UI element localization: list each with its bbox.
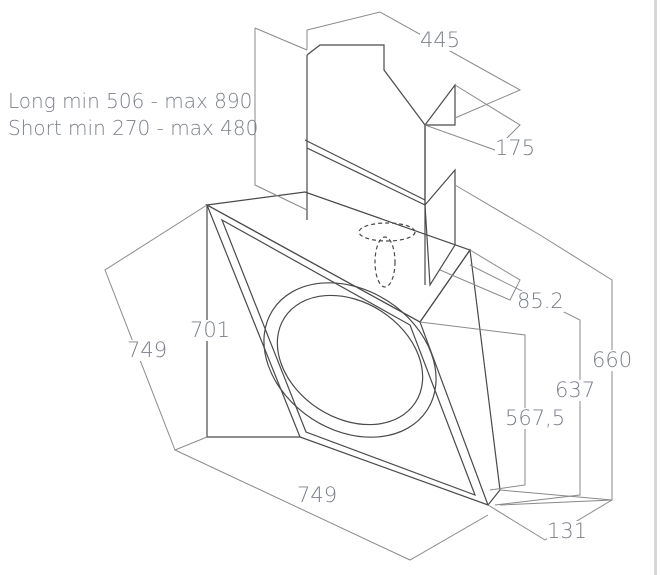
dimension-lines <box>104 11 613 561</box>
short-chimney-range: Short min 270 - max 480 <box>8 116 259 140</box>
dim-height-body: 637 <box>555 378 596 402</box>
filter-ring-outer <box>263 282 437 438</box>
hood-side <box>419 248 501 506</box>
dim-outlet-offset: 85.2 <box>517 289 564 313</box>
chimney-length-note: Long min 506 - max 890 Short min 270 - m… <box>8 88 258 142</box>
dim-height-total: 660 <box>592 348 633 372</box>
dim-height-front: 567,5 <box>505 406 566 430</box>
filter-ring-inner <box>276 294 424 426</box>
dim-depth-bottom: 131 <box>547 519 588 543</box>
dim-side-height: 701 <box>190 318 231 342</box>
outlet-ellipse-side <box>374 236 396 288</box>
hood-front-inner <box>220 218 477 497</box>
hood-front-panel <box>205 203 490 507</box>
right-border <box>654 0 657 575</box>
dim-width-bottom: 749 <box>297 483 338 507</box>
dim-side-diagonal: 749 <box>127 338 168 362</box>
chimney-lower <box>304 139 456 287</box>
outlet-ellipse-top <box>358 222 416 242</box>
chimney-upper <box>306 44 456 206</box>
dim-chimney-depth: 175 <box>495 136 536 160</box>
dim-chimney-width: 445 <box>420 28 461 52</box>
hood-outline <box>205 44 501 507</box>
long-chimney-range: Long min 506 - max 890 <box>8 89 253 113</box>
